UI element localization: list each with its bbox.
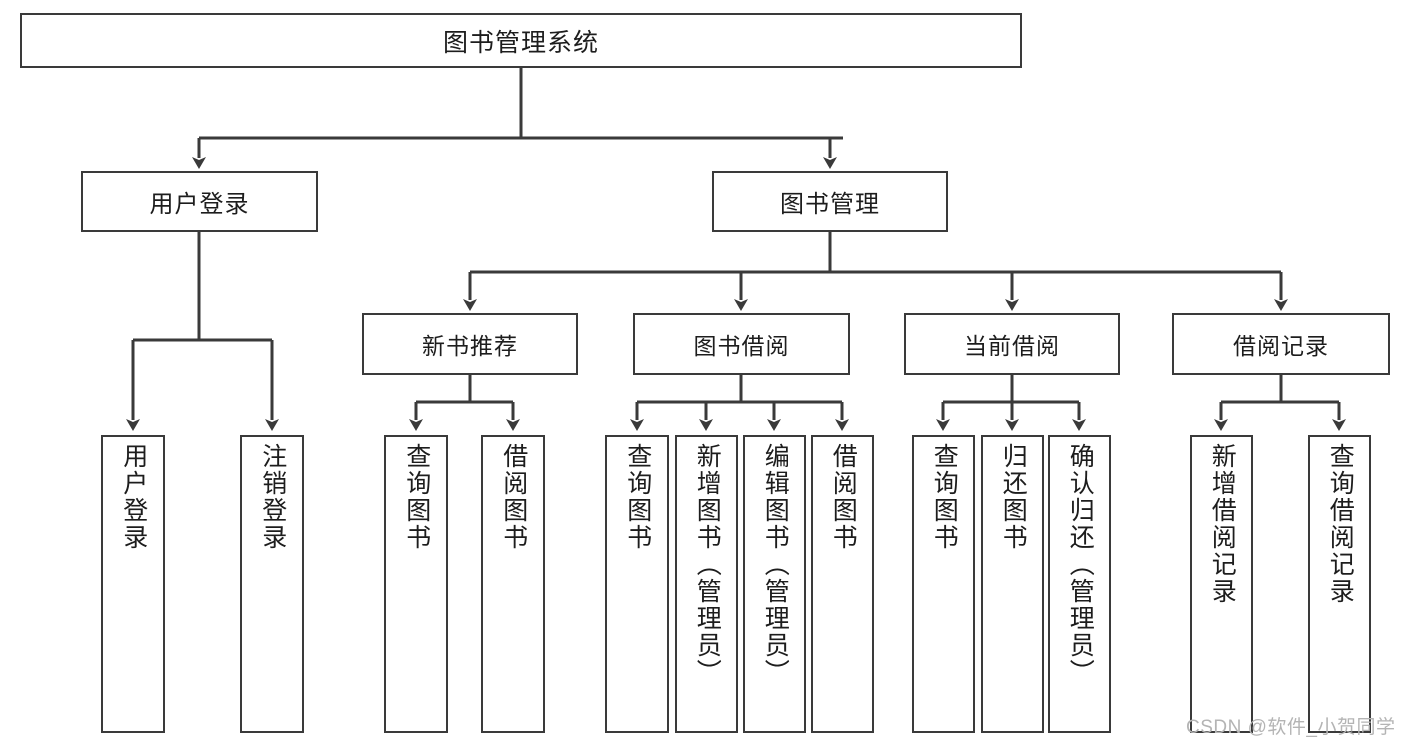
leaf-borrow-book[interactable]: 借阅图书 [811,435,874,733]
node-root-system[interactable]: 图书管理系统 [20,13,1022,68]
node-current-borrow[interactable]: 当前借阅 [904,313,1120,375]
node-borrow-record[interactable]: 借阅记录 [1172,313,1390,375]
node-borrow-record-label: 借阅记录 [1233,333,1329,359]
leaf-confirm-return-admin[interactable]: 确认归还（管理员） [1048,435,1111,733]
leaf-return-book[interactable]: 归还图书 [981,435,1044,733]
leaf-query-book-current[interactable]: 查询图书 [912,435,975,733]
leaf-borrow-book-recommend-label: 借阅图书 [499,443,528,551]
node-new-book-recommend[interactable]: 新书推荐 [362,313,578,375]
node-user-login-label: 用户登录 [149,191,250,218]
leaf-query-borrow-record[interactable]: 查询借阅记录 [1308,435,1371,733]
leaf-query-book-recommend[interactable]: 查询图书 [384,435,448,733]
leaf-query-book-recommend-label: 查询图书 [402,443,431,551]
leaf-user-login-label: 用户登录 [119,443,148,551]
leaf-add-borrow-record[interactable]: 新增借阅记录 [1190,435,1253,733]
node-root-system-label: 图书管理系统 [442,28,599,57]
leaf-edit-book-admin[interactable]: 编辑图书（管理员） [743,435,806,733]
leaf-query-book-borrow-label: 查询图书 [623,443,652,551]
leaf-query-book-borrow[interactable]: 查询图书 [605,435,669,733]
leaf-borrow-book-label: 借阅图书 [829,443,858,551]
leaf-query-book-current-label: 查询图书 [930,443,959,551]
node-book-borrow[interactable]: 图书借阅 [633,313,850,375]
leaf-logout[interactable]: 注销登录 [240,435,304,733]
node-book-management[interactable]: 图书管理 [712,171,948,232]
leaf-add-book-admin-label: 新增图书（管理员） [693,443,722,686]
node-book-borrow-label: 图书借阅 [693,333,790,359]
leaf-borrow-book-recommend[interactable]: 借阅图书 [481,435,545,733]
node-current-borrow-label: 当前借阅 [964,333,1060,359]
leaf-add-book-admin[interactable]: 新增图书（管理员） [675,435,738,733]
node-new-book-recommend-label: 新书推荐 [422,333,518,359]
csdn-watermark: CSDN @软件_小贺同学 [1186,717,1396,738]
node-user-login[interactable]: 用户登录 [81,171,318,232]
leaf-logout-label: 注销登录 [258,443,287,551]
leaf-add-borrow-record-label: 新增借阅记录 [1208,443,1237,605]
leaf-user-login[interactable]: 用户登录 [101,435,165,733]
leaf-confirm-return-admin-label: 确认归还（管理员） [1066,443,1095,686]
leaf-return-book-label: 归还图书 [999,443,1028,551]
leaf-query-borrow-record-label: 查询借阅记录 [1326,443,1355,605]
leaf-edit-book-admin-label: 编辑图书（管理员） [761,443,790,686]
node-book-management-label: 图书管理 [780,191,880,218]
